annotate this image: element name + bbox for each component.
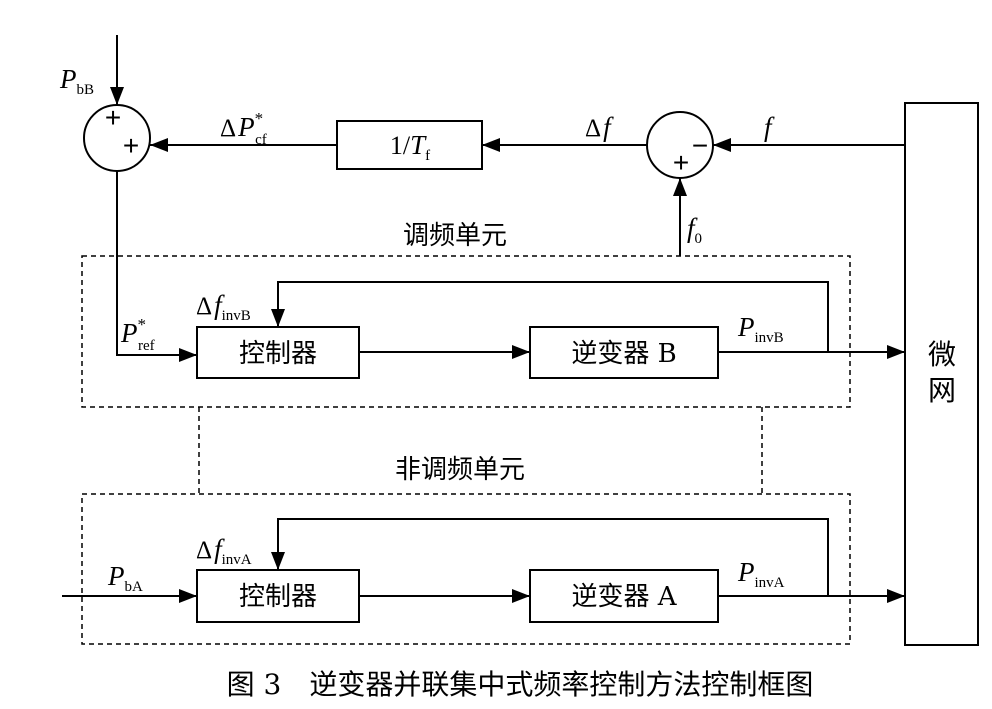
microgrid-label-line-2: 网 [928, 374, 956, 407]
label-f: f [764, 112, 775, 142]
controller-b-block [196, 326, 360, 379]
controller-a-block [196, 569, 360, 623]
label-p-ref-sup: * [138, 315, 147, 334]
label-p-invA-sub: invA [755, 575, 785, 591]
inverter-b-block [529, 326, 719, 379]
label-p-invB-sub: invB [755, 330, 784, 346]
label-delta-p-cf: ΔP* cf [220, 109, 267, 148]
label-p-bA-sub: bA [125, 579, 144, 595]
label-delta-p-cf-sub: cf [255, 132, 267, 148]
filter-block-label: 1/Tf [390, 130, 430, 164]
label-delta-p-cf-sup: * [255, 109, 264, 128]
label-p-bA: PbA [107, 561, 143, 595]
filter-block-label-text: 1/ [390, 131, 411, 160]
non-regulating-unit-title: 非调频单元 [395, 455, 525, 485]
label-delta-f-invB: ΔfinvB [196, 290, 251, 324]
label-delta-f-invB-var: f [214, 290, 225, 320]
summing-junction-1-sign-right: + [123, 130, 139, 161]
summing-junction-1-sign-top: + [105, 102, 121, 133]
label-p-bA-var: P [107, 561, 125, 591]
label-p-bB: PbB [59, 64, 94, 98]
figure-caption: 图 3 逆变器并联集中式频率控制方法控制框图 [227, 668, 814, 701]
label-delta-f-prefix: Δ [585, 115, 601, 142]
microgrid-label-line-1: 微 [928, 338, 956, 371]
label-delta-f-invB-sub: invB [222, 308, 251, 324]
label-delta-f-invB-prefix: Δ [196, 293, 212, 320]
label-p-invB-var: P [737, 312, 755, 342]
filter-block-label-sub: f [425, 148, 430, 164]
label-delta-p-cf-var: P [237, 112, 255, 142]
label-delta-f-invA: ΔfinvA [196, 534, 252, 568]
label-delta-f: Δf [585, 112, 614, 142]
controller-a-label: 控制器 [239, 582, 317, 612]
label-f0: f0 [687, 213, 702, 247]
summing-junction-2-sign-right: − [692, 130, 708, 161]
label-p-ref-sub: ref [138, 338, 155, 354]
filter-block [336, 120, 483, 170]
delta-f-invA-feedback-line [271, 518, 829, 596]
label-f0-var: f [687, 213, 698, 243]
delta-f-invB-feedback-line [271, 281, 829, 352]
label-p-invA-var: P [737, 557, 755, 587]
label-f0-sub: 0 [695, 231, 703, 247]
regulating-unit-title: 调频单元 [403, 221, 507, 251]
label-delta-p-cf-prefix: Δ [220, 115, 236, 142]
label-delta-f-invA-prefix: Δ [196, 537, 212, 564]
label-delta-f-invA-sub: invA [222, 552, 252, 568]
label-p-invB: PinvB [737, 312, 784, 346]
controller-b-label: 控制器 [239, 339, 317, 369]
summing-junction-2-sign-bottom: + [673, 147, 689, 178]
label-p-ref-var: P [120, 318, 138, 348]
label-p-bB-sub: bB [77, 82, 95, 98]
label-delta-f-var: f [603, 112, 614, 142]
label-p-invA: PinvA [737, 557, 785, 591]
inverter-a-block [529, 569, 719, 623]
inverter-a-label: 逆变器 A [571, 582, 677, 612]
label-p-ref: P* ref [120, 315, 155, 354]
label-p-bB-var: P [59, 64, 77, 94]
label-delta-f-invA-var: f [214, 534, 225, 564]
inverter-b-label: 逆变器 B [571, 339, 676, 369]
p-ref-signal-line [116, 171, 197, 362]
label-f-var: f [764, 112, 775, 142]
filter-block-label-var: T [410, 130, 427, 160]
microgrid-block [904, 102, 979, 646]
